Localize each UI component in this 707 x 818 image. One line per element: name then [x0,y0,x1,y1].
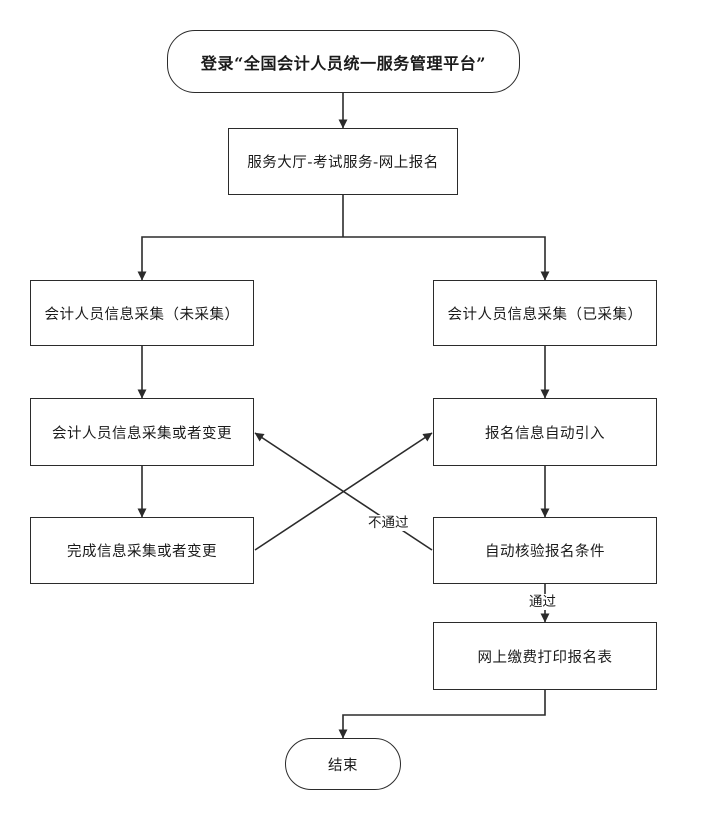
collect-collected-node: 会计人员信息采集（已采集） [433,280,657,346]
start-node: 登录“全国会计人员统一服务管理平台” [167,30,520,93]
end-node: 结束 [285,738,401,790]
auto-import-label: 报名信息自动引入 [485,425,605,442]
arrow-pay-to-end [338,690,546,739]
hall-node: 服务大厅-考试服务-网上报名 [228,128,458,195]
auto-check-node: 自动核验报名条件 [433,517,657,584]
arrow-split-right [343,236,550,281]
collect-or-change-label: 会计人员信息采集或者变更 [52,425,232,442]
arrow-split-left [137,236,343,281]
start-node-label: 登录“全国会计人员统一服务管理平台” [200,53,487,73]
hall-node-label: 服务大厅-考试服务-网上报名 [247,155,439,171]
collect-collected-label: 会计人员信息采集（已采集） [447,306,643,323]
collect-or-change-node: 会计人员信息采集或者变更 [30,398,254,466]
auto-check-label: 自动核验报名条件 [485,544,605,560]
finish-change-node: 完成信息采集或者变更 [30,517,254,584]
collect-not-collected-label: 会计人员信息采集（未采集） [44,306,240,323]
finish-change-label: 完成信息采集或者变更 [67,544,217,560]
pay-print-node: 网上缴费打印报名表 [433,622,657,690]
edge-label-fail: 不通过 [366,515,411,531]
auto-import-node: 报名信息自动引入 [433,398,657,466]
collect-not-collected-node: 会计人员信息采集（未采集） [30,280,254,346]
edge-label-pass: 通过 [527,594,558,610]
pay-print-label: 网上缴费打印报名表 [477,649,613,666]
end-node-label: 结束 [328,757,358,774]
